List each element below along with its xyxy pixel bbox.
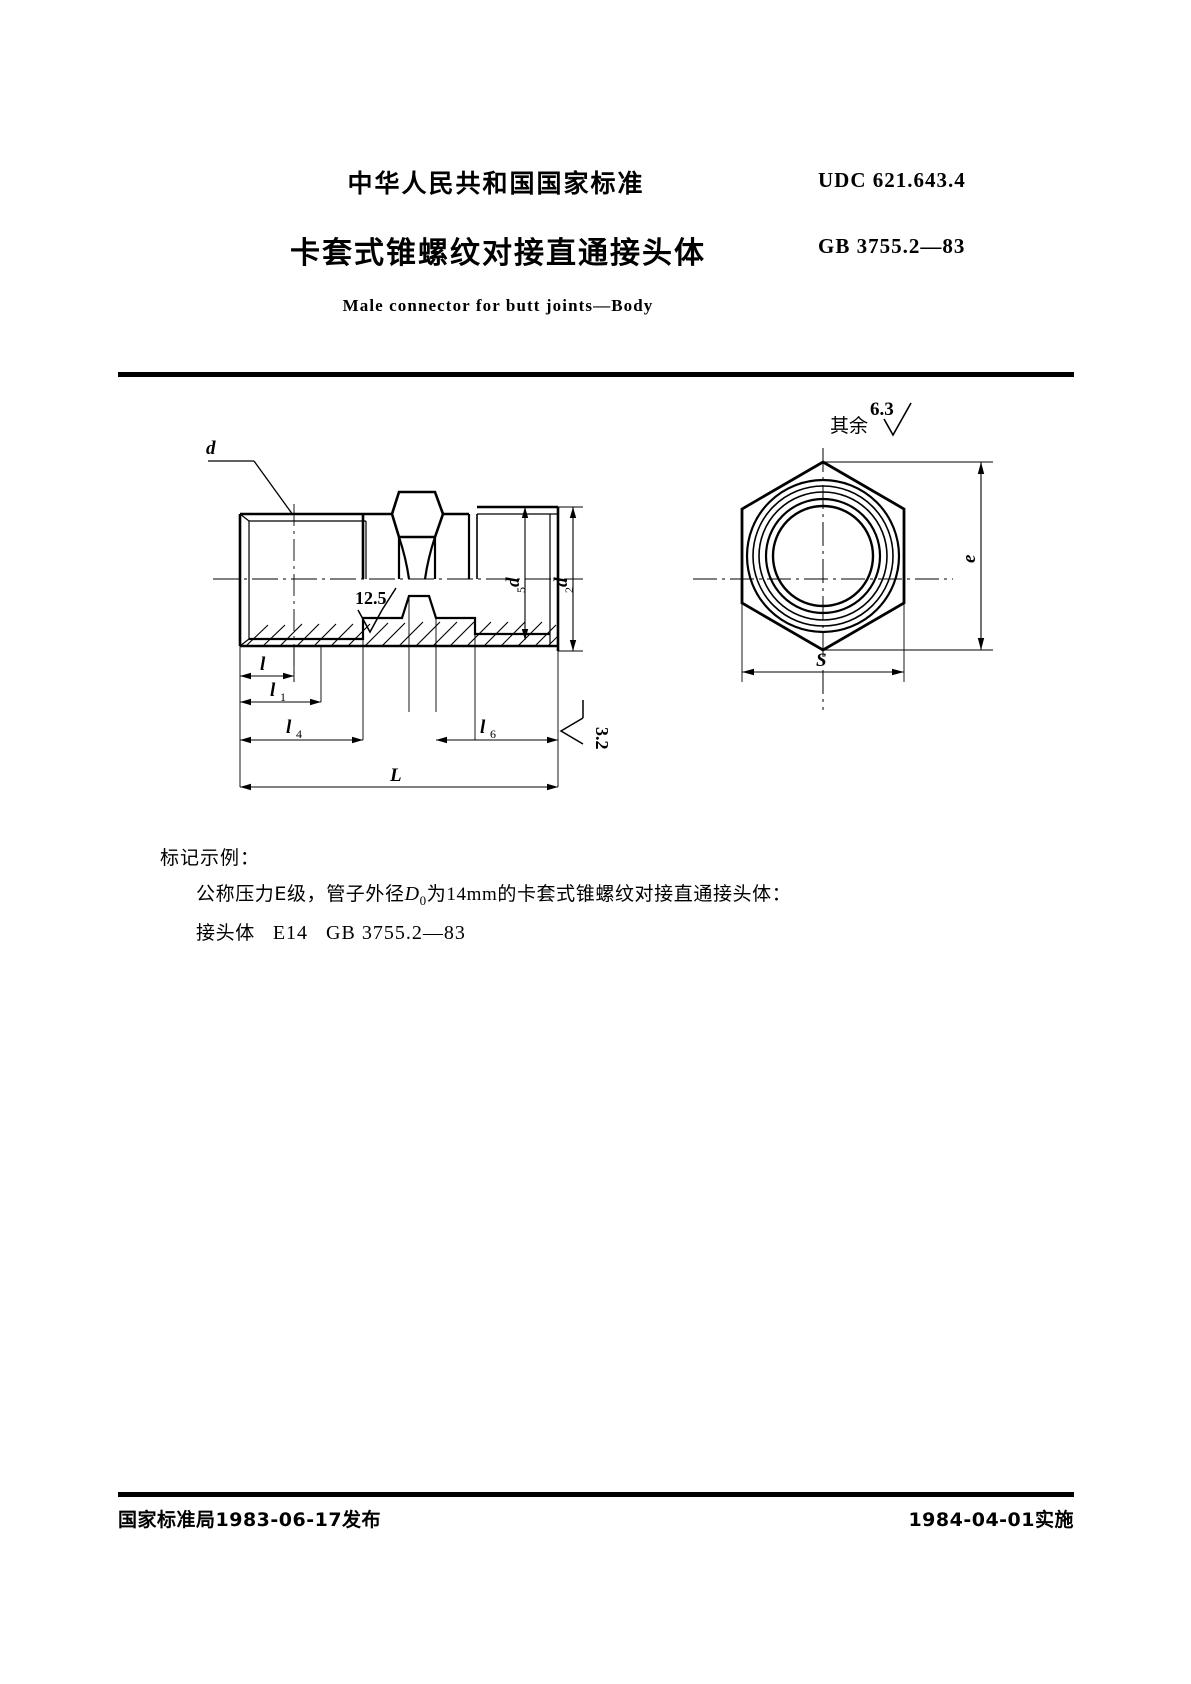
marking-example-block: 标记示例： 公称压力E级，管子外径D0为14mm的卡套式锥螺纹对接直通接头体： …: [160, 843, 1020, 945]
l6-arrow-left: [436, 736, 447, 744]
d2-label-sub: 2: [562, 587, 576, 593]
L-arrow-right: [547, 783, 558, 791]
general-finish-note: 其余 6.3: [830, 399, 912, 437]
udc-number: UDC 621.643.4: [818, 168, 966, 192]
d5-arrow-top: [521, 507, 529, 518]
finish-symbol-triangle: [883, 418, 903, 437]
dimension-L: L: [240, 765, 558, 791]
designation-code: E14: [272, 921, 309, 944]
section-finish-value: 12.5: [355, 588, 387, 608]
l4-arrow-right: [352, 736, 363, 744]
marking-prefix: 公称压力E级，管子外径: [196, 883, 405, 905]
dimension-l6: l 6: [436, 717, 558, 744]
L-label: L: [389, 765, 402, 786]
d2-label: d: [551, 577, 572, 587]
marking-symbol-sub: 0: [419, 892, 427, 908]
l1-label-sub: 1: [280, 690, 286, 704]
marking-example-title: 标记示例：: [160, 847, 261, 869]
technical-drawing: 其余 6.3: [118, 382, 1074, 822]
e-arrow-bottom: [977, 638, 985, 650]
thread-major-circle: [745, 478, 901, 634]
bottom-finish-note: 3.2: [559, 700, 612, 750]
d2-arrow-top: [569, 507, 577, 518]
d5-label: d: [503, 577, 524, 587]
dimension-d2: d 2: [551, 506, 583, 652]
d-label: d: [206, 438, 216, 459]
e-arrow-top: [977, 462, 985, 474]
thread-pitch-circle: [752, 485, 894, 627]
effective-date: 1984-04-01实施: [908, 1509, 1074, 1531]
marking-middle: 为: [426, 883, 447, 905]
l4-arrow-left: [240, 736, 251, 744]
left-chamfer-top: [239, 513, 250, 522]
bore-inner-circle: [771, 504, 875, 608]
national-standard-label: 中华人民共和国国家标准: [347, 169, 645, 198]
section-finish-note: 12.5: [355, 587, 397, 634]
issue-date: 国家标准局1983-06-17发布: [118, 1509, 382, 1531]
marking-symbol: D: [404, 883, 420, 905]
marking-example-description: 公称压力E级，管子外径D0为14mm的卡套式锥螺纹对接直通接头体：: [196, 879, 1020, 909]
dimension-l4: l 4: [240, 717, 363, 744]
general-finish-value: 6.3: [870, 399, 894, 420]
l4-label: l: [286, 717, 292, 738]
document-footer: 国家标准局1983-06-17发布 1984-04-01实施: [118, 1505, 1074, 1545]
designation-name: 接头体: [196, 921, 255, 944]
marking-designation: 接头体 E14 GB 3755.2—83: [196, 918, 1020, 945]
bottom-finish-triangle: [559, 717, 584, 745]
dimension-l: l: [240, 654, 294, 680]
S-arrow-right: [892, 668, 904, 676]
dimension-e: e: [823, 461, 993, 651]
l-arrow-right: [283, 672, 294, 680]
L-arrow-left: [240, 783, 251, 791]
d5-arrow-bottom: [521, 629, 529, 640]
l1-label: l: [270, 680, 276, 701]
side-sectional-view: d 12.5 d 5: [206, 438, 612, 791]
section-finish-tail: [381, 587, 397, 611]
english-title: Male connector for butt joints—Body: [342, 296, 654, 315]
header-divider-rule: [118, 372, 1074, 377]
dimension-d5: d 5: [503, 507, 529, 640]
page-title: 卡套式锥螺纹对接直通接头体: [290, 236, 706, 271]
dimension-d: d: [206, 438, 294, 516]
S-arrow-left: [742, 668, 754, 676]
footer-divider-rule: [118, 1492, 1074, 1497]
marking-size: 14mm: [446, 884, 498, 905]
length-extension-lines: [239, 596, 559, 787]
section-hatching: [245, 621, 559, 647]
d-leader-diagonal: [253, 460, 294, 516]
l1-arrow-right: [310, 698, 321, 706]
d2-arrow-bottom: [569, 640, 577, 651]
bore-outer-circle: [764, 497, 882, 615]
finish-symbol-tail: [901, 402, 912, 420]
e-label: e: [959, 554, 980, 563]
l4-label-sub: 4: [296, 727, 302, 741]
hex-end-view: e S: [693, 448, 993, 710]
l-label: l: [260, 654, 266, 675]
marking-suffix: 的卡套式锥螺纹对接直通接头体：: [497, 883, 792, 905]
dimension-l1: l 1: [240, 680, 321, 706]
hex-chamfer-curve-right: [423, 536, 437, 580]
l1-arrow-left: [240, 698, 251, 706]
standard-number: GB 3755.2—83: [818, 234, 966, 258]
section-finish-triangle: [357, 609, 383, 634]
designation-standard: GB 3755.2—83: [326, 921, 466, 944]
dimension-S: S: [741, 603, 905, 682]
d5-label-sub: 5: [514, 587, 528, 593]
thread-minor-circle: [758, 491, 888, 621]
l6-arrow-right: [547, 736, 558, 744]
bottom-finish-value: 3.2: [592, 727, 612, 750]
document-header: 中华人民共和国国家标准 UDC 621.643.4 卡套式锥螺纹对接直通接头体 …: [118, 150, 1074, 350]
l-arrow-left: [240, 672, 251, 680]
general-finish-label: 其余: [830, 415, 868, 437]
hex-nut-profile: [390, 490, 445, 539]
l6-label-sub: 6: [490, 727, 496, 741]
S-label: S: [816, 650, 827, 671]
l6-label: l: [480, 717, 486, 738]
hex-chamfer-curve-left: [397, 536, 411, 580]
